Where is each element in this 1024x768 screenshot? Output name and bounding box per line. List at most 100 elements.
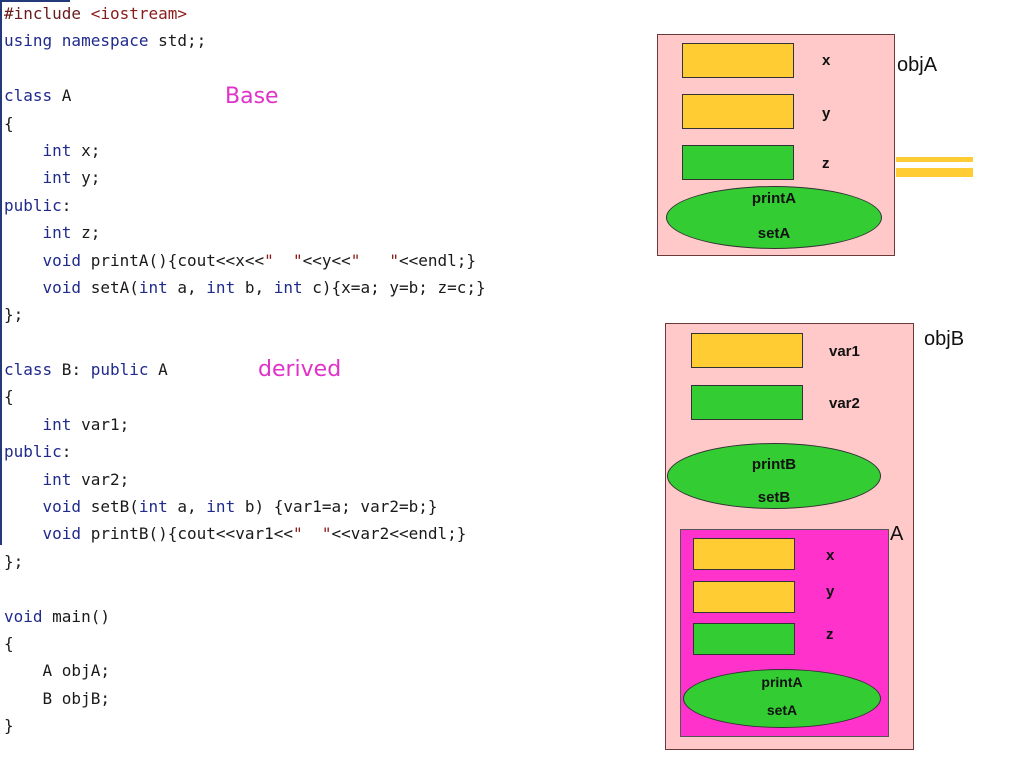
code-line: int x;	[4, 137, 486, 164]
inner-A-x-slot	[693, 538, 795, 570]
code-line: class B: public A	[4, 356, 486, 383]
code-token: B objB;	[4, 688, 110, 708]
code-token: <<y<<	[302, 250, 351, 270]
code-token	[4, 278, 43, 297]
code-token: " "	[350, 250, 399, 270]
code-token: void	[42, 250, 82, 270]
inner-A-printA-label: printA	[761, 674, 803, 690]
objA-stripe-bottom	[896, 168, 973, 177]
code-token: int	[206, 277, 236, 297]
code-line: void setA(int a, int b, int c){x=a; y=b;…	[4, 274, 486, 301]
code-token: {	[4, 387, 14, 407]
code-token: public	[4, 442, 62, 462]
code-token: x;	[71, 140, 101, 160]
objB-var1-label: var1	[829, 343, 860, 360]
code-token	[4, 524, 43, 543]
code-token	[4, 497, 43, 516]
code-token	[4, 223, 43, 242]
code-line: #include <iostream>	[4, 0, 486, 27]
objB-inner-A-box: x y z printA setA	[680, 529, 889, 737]
code-token: A	[52, 86, 72, 106]
code-line	[4, 329, 486, 356]
code-line: public:	[4, 438, 486, 465]
objA-z-label: z	[822, 155, 830, 172]
code-token	[4, 470, 43, 489]
code-token: z;	[71, 223, 101, 243]
code-line: void printA(){cout<<x<<" "<<y<<" "<<endl…	[4, 247, 486, 274]
code-token: var2;	[71, 469, 130, 489]
objA-x-label: x	[822, 52, 831, 69]
code-token: using namespace	[4, 31, 149, 51]
code-token: {	[4, 633, 14, 653]
code-token: printB(){cout<<var1<<	[81, 524, 293, 544]
code-token: a,	[167, 497, 207, 517]
code-token: int	[42, 168, 72, 188]
code-token: };	[4, 551, 24, 571]
code-token: int	[42, 140, 72, 160]
code-token: public	[90, 360, 149, 380]
code-line: class A	[4, 82, 486, 109]
inner-A-x-label: x	[826, 547, 835, 564]
code-line: }	[4, 712, 486, 739]
inner-A-setA-label: setA	[766, 702, 798, 718]
objA-stripe-top	[896, 157, 973, 162]
code-token: void	[4, 606, 43, 626]
inner-A-y-label: y	[826, 583, 835, 600]
inner-A-methods-ellipse: printA setA	[683, 669, 881, 728]
code-token: c){x=a; y=b; z=c;}	[302, 277, 486, 297]
code-token	[4, 251, 43, 270]
code-line	[4, 55, 486, 82]
code-token: void	[42, 277, 82, 297]
code-token: class	[4, 86, 53, 106]
code-token	[4, 141, 43, 160]
code-token: :	[61, 195, 72, 215]
code-token: setB(	[81, 497, 139, 517]
code-token: class	[4, 360, 53, 380]
code-token: int	[138, 277, 168, 297]
code-token: int	[138, 497, 168, 517]
inner-A-z-label: z	[826, 626, 834, 643]
code-line: B objB;	[4, 685, 486, 712]
code-token: int	[42, 414, 72, 434]
code-token: int	[206, 497, 236, 517]
code-token: #include	[4, 4, 91, 23]
objB-name-label: objB	[924, 328, 965, 350]
code-token	[4, 168, 43, 187]
inner-A-z-slot	[693, 623, 795, 655]
objB-box: var1 var2 printB setB x y z printA setA	[665, 323, 914, 750]
code-line: A objA;	[4, 657, 486, 684]
code-token: y;	[71, 168, 101, 188]
code-token: std;;	[148, 31, 207, 51]
code-token: int	[42, 223, 72, 243]
code-line: {	[4, 110, 486, 137]
code-token: };	[4, 305, 24, 325]
code-token	[4, 415, 43, 434]
code-token: void	[42, 524, 82, 544]
left-edge-bar	[0, 0, 2, 545]
code-token: b) {var1=a; var2=b;}	[235, 497, 438, 517]
inner-A-y-slot	[693, 581, 795, 613]
code-token: <iostream>	[90, 4, 188, 23]
code-token: public	[4, 195, 62, 215]
code-token: printA(){cout<<x<<	[81, 250, 265, 270]
code-line: void setB(int a, int b) {var1=a; var2=b;…	[4, 493, 486, 520]
code-line: void main()	[4, 603, 486, 630]
objB-printB-label: printB	[751, 456, 797, 473]
code-token: int	[273, 277, 303, 297]
objA-methods-ellipse: printA setA	[666, 186, 882, 249]
code-line: void printB(){cout<<var1<<" "<<var2<<end…	[4, 520, 486, 547]
objA-printA-label: printA	[751, 190, 797, 207]
code-listing: #include <iostream> using namespace std;;…	[4, 0, 486, 740]
objA-name-label: objA	[897, 54, 938, 76]
code-line: int z;	[4, 219, 486, 246]
code-line	[4, 575, 486, 602]
objB-setB-label: setB	[757, 489, 791, 506]
code-token: setA(	[81, 277, 139, 297]
objA-box: x y z printA setA	[657, 34, 895, 256]
code-line: {	[4, 630, 486, 657]
objA-z-slot	[682, 145, 794, 180]
code-line: };	[4, 548, 486, 575]
objA-y-label: y	[822, 105, 831, 122]
code-token: <<var2<<endl;}	[331, 524, 467, 544]
objB-var2-slot	[691, 385, 803, 420]
